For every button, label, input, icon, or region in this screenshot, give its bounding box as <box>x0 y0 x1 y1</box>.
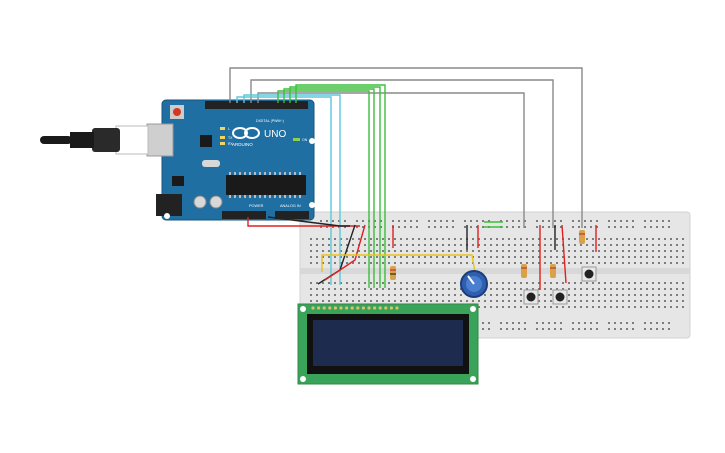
wire-green-2 <box>283 88 375 288</box>
pushbutton-1[interactable] <box>523 289 539 305</box>
wire-red-lcd <box>324 224 366 281</box>
resistor-btn-1[interactable] <box>521 264 527 278</box>
capacitor <box>193 195 207 209</box>
wire-yellow-pot <box>321 254 477 279</box>
power-jack <box>156 194 182 216</box>
lcd-16x2[interactable] <box>297 303 479 385</box>
capacitor <box>209 195 223 209</box>
wire-red-5v <box>247 217 360 227</box>
resistor-lcd[interactable] <box>390 266 396 280</box>
arduino-uno-board[interactable]: UNO ARDUINO DIGITAL (PWM~) POWER ANALOG … <box>146 99 315 221</box>
pushbuttons[interactable] <box>523 266 597 305</box>
potentiometer[interactable] <box>460 270 488 298</box>
digital-header <box>205 101 308 109</box>
board-model-label: UNO <box>264 129 286 140</box>
usb-chip <box>200 135 212 147</box>
wire-cyan-2 <box>243 94 341 285</box>
power-header <box>222 211 266 219</box>
pushbutton-2[interactable] <box>552 289 568 305</box>
analog-pins-label: ANALOG IN <box>280 204 301 208</box>
resistors[interactable] <box>390 230 585 280</box>
usb-port <box>146 123 174 157</box>
tx-led-label: TX <box>228 136 233 140</box>
wire-green-4 <box>295 84 386 288</box>
lcd-screen <box>313 320 463 366</box>
board-brand-label: ARDUINO <box>232 142 253 147</box>
digital-pins-label: DIGITAL (PWM~) <box>256 119 284 123</box>
wires[interactable] <box>229 67 597 290</box>
resistor-btn-3[interactable] <box>579 230 585 244</box>
rx-led-label: RX <box>228 142 234 146</box>
atmega-chip <box>226 175 306 195</box>
pushbutton-3[interactable] <box>581 266 597 282</box>
usb-cable[interactable] <box>40 125 149 155</box>
resistor-btn-2[interactable] <box>550 264 556 278</box>
wire-gray-2 <box>250 79 554 228</box>
on-led-label: ON <box>302 138 308 142</box>
arduino-logo-icon <box>232 127 260 139</box>
wire-green-3 <box>289 86 381 288</box>
wire-green-1 <box>277 90 370 288</box>
power-pins-label: POWER <box>249 204 264 208</box>
wire-green-rail <box>484 221 503 228</box>
crystal <box>202 160 220 167</box>
wire-gray-3 <box>257 92 525 228</box>
wire-black-gnd <box>267 216 350 227</box>
l-led-label: L <box>228 127 230 131</box>
wire-red-btn-2 <box>561 224 567 284</box>
wire-gray-1 <box>229 67 583 228</box>
lcd-pins <box>311 306 399 310</box>
analog-header <box>275 211 309 219</box>
